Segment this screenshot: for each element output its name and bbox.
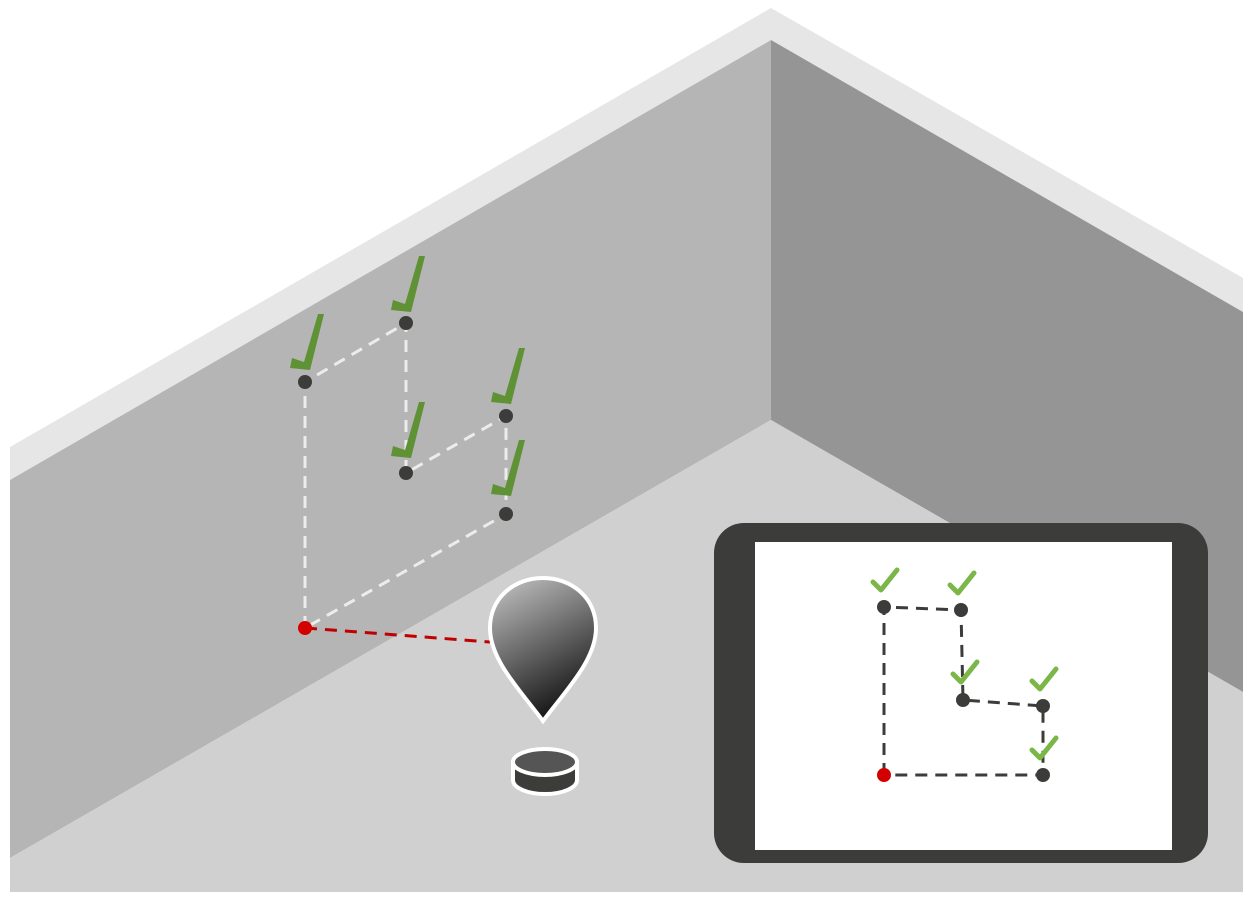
laser-line [304, 626, 491, 644]
tablet-origin-point [877, 768, 891, 782]
tablet-point [877, 600, 891, 614]
origin-point [298, 621, 312, 635]
tablet-point [1036, 699, 1050, 713]
wall-point [499, 409, 513, 423]
sensor-puck-icon [511, 747, 579, 796]
location-pin-icon [487, 575, 599, 725]
wall-point [499, 507, 513, 521]
left-wall [10, 40, 771, 858]
tablet [714, 523, 1208, 863]
wall-point [399, 316, 413, 330]
wall-point [399, 466, 413, 480]
tablet-point [1036, 768, 1050, 782]
tablet-point [956, 693, 970, 707]
wall-points [298, 316, 513, 635]
tablet-point [954, 603, 968, 617]
wall-top-band [10, 8, 1243, 480]
wall-point [298, 375, 312, 389]
